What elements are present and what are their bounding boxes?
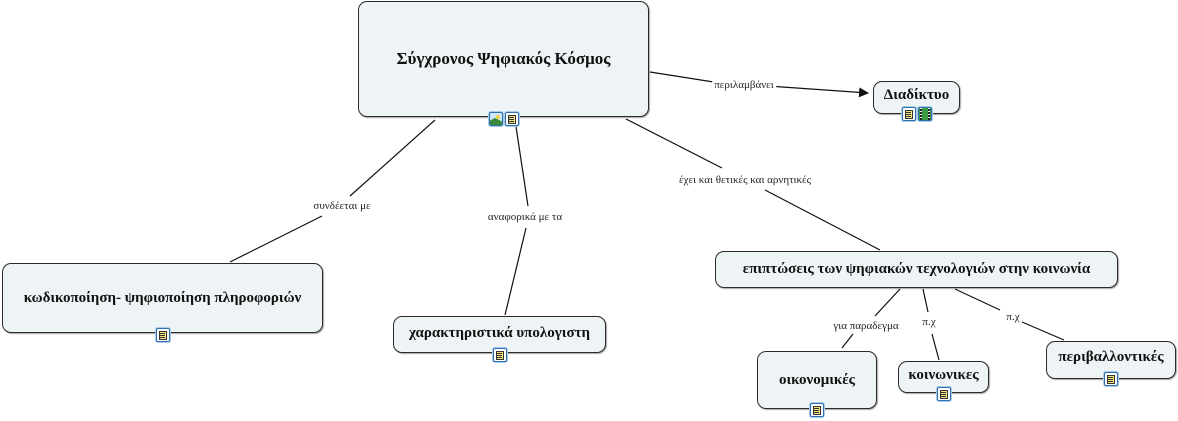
- link-label-refers: αναφορικά με τα: [485, 211, 565, 223]
- concept-label: περιβαλλοντικές: [1058, 348, 1164, 365]
- resource-icons: [810, 403, 824, 417]
- resource-icons: [492, 348, 507, 362]
- concept-node-root[interactable]: Σύγχρονος Ψηφιακός Κόσμος: [358, 1, 649, 126]
- resource-icons: [1104, 372, 1118, 386]
- concept-node-social[interactable]: κοινωνικες: [898, 361, 989, 401]
- link-label-eg-social: π.χ: [920, 316, 938, 328]
- resource-icons: [936, 387, 951, 401]
- concept-node-encoding[interactable]: κωδικοποίηση- ψηφιοποίηση πληροφοριών: [2, 263, 323, 342]
- resource-icons: [901, 107, 932, 121]
- document-resource-icon[interactable]: [936, 387, 951, 401]
- link-label-eg-env: π.χ: [1004, 311, 1022, 323]
- concept-label: κωδικοποίηση- ψηφιοποίηση πληροφοριών: [23, 289, 302, 306]
- document-resource-icon[interactable]: [492, 348, 507, 362]
- link-label-has-pos-neg: έχει και θετικές και αρνητικές: [676, 174, 814, 186]
- concept-label: κοινωνικες: [908, 366, 979, 383]
- concept-node-internet[interactable]: Διαδίκτυο: [873, 81, 960, 121]
- concept-node-economic[interactable]: οικονομικές: [757, 351, 877, 417]
- concept-node-environmental[interactable]: περιβαλλοντικές: [1046, 341, 1176, 386]
- concept-label: επιπτώσεις των ψηφιακών τεχνολογιών στην…: [742, 261, 1091, 277]
- resource-icons: [155, 328, 170, 342]
- document-resource-icon[interactable]: [504, 112, 519, 126]
- document-resource-icon[interactable]: [155, 328, 170, 342]
- concept-node-computer[interactable]: χαρακτηριστικά υπολογιστη: [393, 316, 606, 362]
- resource-icons: [488, 112, 519, 126]
- concept-label: οικονομικές: [779, 371, 855, 388]
- link-label-connects: συνδέεται με: [311, 200, 373, 212]
- document-resource-icon[interactable]: [1104, 372, 1118, 386]
- image-resource-icon[interactable]: [488, 112, 503, 126]
- document-resource-icon[interactable]: [901, 107, 916, 121]
- link-label-includes: περιλαμβάνει: [712, 79, 776, 91]
- link-label-for-example: για παραδεγμα: [831, 320, 901, 332]
- video-resource-icon[interactable]: [917, 107, 932, 121]
- concept-label: Διαδίκτυο: [883, 87, 950, 103]
- concept-node-impacts[interactable]: επιπτώσεις των ψηφιακών τεχνολογιών στην…: [715, 251, 1118, 288]
- concept-label: Σύγχρονος Ψηφιακός Κόσμος: [396, 49, 611, 68]
- document-resource-icon[interactable]: [810, 403, 824, 417]
- concept-label: χαρακτηριστικά υπολογιστη: [408, 324, 591, 341]
